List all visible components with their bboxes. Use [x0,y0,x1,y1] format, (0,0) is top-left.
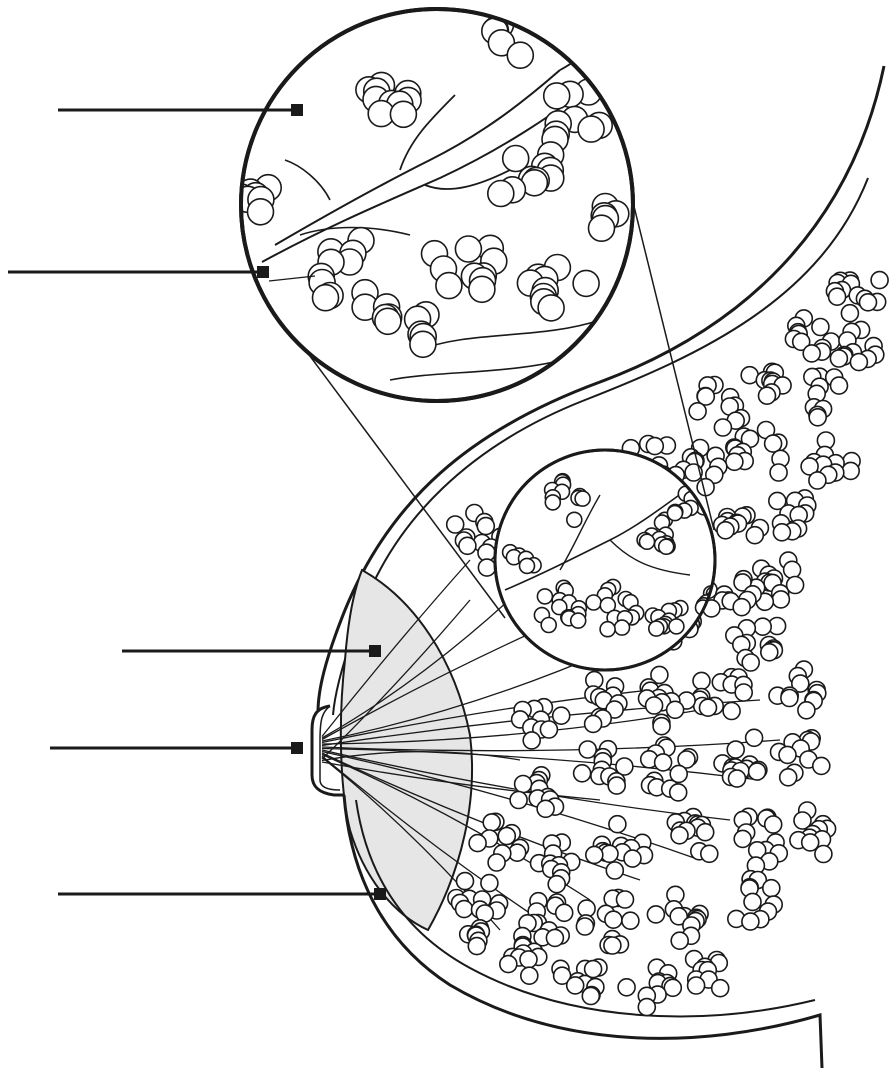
lobule [512,699,570,749]
leader-marker-5 [374,888,386,900]
lobule [728,871,782,930]
lobule [726,618,786,672]
lobule [691,669,752,720]
leader-marker-4 [291,742,303,754]
lobule [448,873,508,922]
lobule [714,729,767,787]
lobule [769,661,826,719]
leader-marker-3 [369,645,381,657]
lobule [510,767,563,818]
lobule [790,802,836,863]
lobule [647,886,708,949]
lobule [804,368,848,426]
lobule [585,672,627,733]
lobule [460,920,490,955]
lobule [741,363,791,404]
lobule [686,951,729,997]
lobule [469,813,528,871]
lobule [618,959,681,1015]
lobule [801,432,860,489]
lobule [826,272,888,322]
lobule [667,809,718,863]
lobule [576,889,639,954]
lobule [769,490,816,541]
lobule [714,507,769,544]
lobule [689,377,749,437]
lobule [641,737,698,801]
lobule [531,834,580,893]
leader-marker-1 [291,104,303,116]
nipple [312,706,344,795]
leader-marker-2 [257,266,269,278]
lobule [639,666,696,734]
lobule [771,730,830,786]
lobule [726,422,789,482]
lobule [552,959,607,1004]
magnified-lobule-view [228,0,633,401]
lobule [734,808,787,874]
